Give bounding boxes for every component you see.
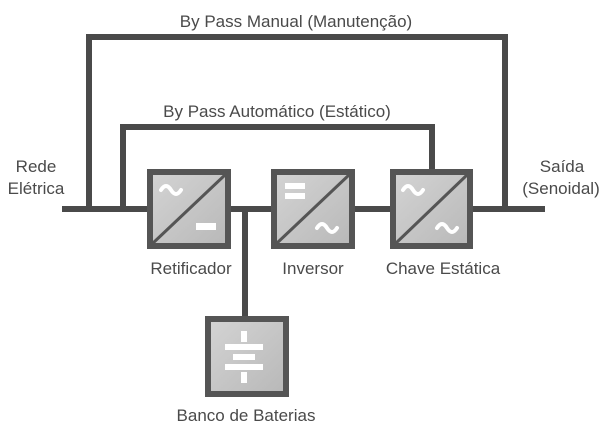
- ac-wave-icon: [159, 184, 183, 196]
- dc-bar-icon: [285, 183, 305, 189]
- battery-block: [205, 316, 289, 397]
- output-label-line1: Saída: [540, 157, 585, 176]
- output-label-line2: (Senoidal): [522, 179, 600, 198]
- dc-bar-icon: [285, 193, 305, 199]
- bypass-automatic-label: By Pass Automático (Estático): [163, 102, 391, 121]
- static-switch-block: [390, 169, 473, 249]
- static-switch-label: Chave Estática: [386, 259, 501, 278]
- ac-wave-icon: [315, 222, 339, 234]
- ac-wave-icon: [401, 184, 425, 196]
- battery-label: Banco de Baterias: [177, 406, 316, 424]
- input-label-line1: Rede: [16, 157, 57, 176]
- ac-wave-icon: [435, 222, 459, 234]
- rectifier-block: [147, 169, 231, 249]
- dc-bar-icon: [196, 223, 216, 230]
- inverter-block: [271, 169, 355, 249]
- inverter-label: Inversor: [282, 259, 344, 278]
- input-label-line2: Elétrica: [8, 179, 65, 198]
- bypass-manual-line: [86, 34, 508, 209]
- bypass-manual-label: By Pass Manual (Manutenção): [180, 12, 412, 31]
- bypass-automatic-line: [120, 124, 435, 209]
- rectifier-label: Retificador: [150, 259, 232, 278]
- battery-icon: [225, 331, 263, 383]
